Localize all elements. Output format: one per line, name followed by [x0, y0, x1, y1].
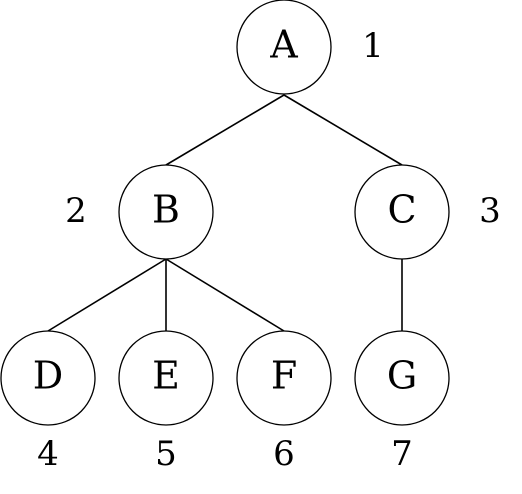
- edge-b-d: [47, 258, 167, 332]
- node-f-label: F: [271, 354, 297, 398]
- node-f-index: 6: [273, 434, 295, 474]
- node-d-index: 4: [37, 434, 59, 474]
- node-g-index: 7: [391, 434, 413, 474]
- node-b-index: 2: [65, 191, 87, 231]
- node-e: E: [118, 330, 214, 426]
- node-c-circle: [354, 164, 450, 260]
- node-e-circle: [118, 330, 214, 426]
- node-d-circle: [0, 330, 96, 426]
- node-a-label: A: [269, 23, 298, 67]
- edges-group: [47, 94, 403, 332]
- edge-b-f: [165, 258, 285, 332]
- node-c: C: [354, 164, 450, 260]
- node-f-circle: [236, 330, 332, 426]
- node-b-circle: [118, 164, 214, 260]
- node-e-label: E: [152, 354, 180, 398]
- node-g: G: [354, 330, 450, 426]
- node-b-label: B: [152, 188, 180, 232]
- node-c-index: 3: [479, 191, 501, 231]
- node-f: F: [236, 330, 332, 426]
- node-c-label: C: [387, 188, 416, 232]
- node-e-index: 5: [155, 434, 177, 474]
- node-b: B: [118, 164, 214, 260]
- node-g-circle: [354, 330, 450, 426]
- node-a-index: 1: [362, 26, 384, 66]
- node-a: A: [236, 0, 332, 95]
- node-d-label: D: [33, 354, 63, 398]
- node-g-label: G: [387, 354, 417, 398]
- node-d: D: [0, 330, 96, 426]
- edge-a-c: [283, 94, 403, 166]
- edge-a-b: [165, 94, 285, 166]
- node-a-circle: [236, 0, 332, 95]
